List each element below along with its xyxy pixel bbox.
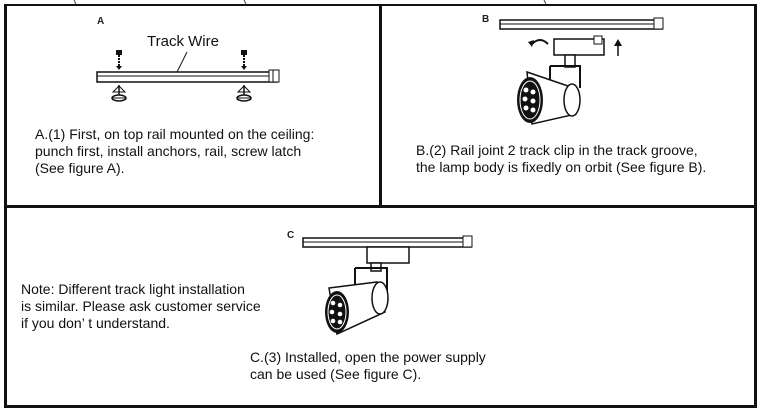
track-wire-callout: Track Wire [147, 33, 219, 50]
anchor-icon-right [236, 85, 252, 102]
track-rail [499, 17, 664, 30]
figure-b-panel: B [379, 4, 757, 208]
figure-c-caption: C.(3) Installed, open the power supply c… [250, 349, 486, 382]
installation-note: Note: Different track light installation… [21, 281, 261, 331]
screw-icon-right-top [241, 50, 247, 70]
top-edge-remnant [73, 0, 547, 5]
rotate-arrow-icon [528, 39, 549, 47]
anchor-icon-left [111, 85, 127, 102]
figure-b-label: B [482, 14, 490, 25]
screw-icon-left-top [116, 50, 122, 70]
figure-b-drawing [499, 17, 664, 125]
lamp-body [517, 70, 581, 125]
figure-a-drawing [96, 50, 280, 102]
track-rail [96, 69, 280, 83]
track-rail [302, 235, 473, 248]
figure-a-caption: A.(1) First, on top rail mounted on the … [35, 126, 315, 176]
up-arrow-icon [614, 39, 622, 56]
figure-c-label: C [287, 230, 295, 241]
figure-c-drawing [302, 235, 473, 336]
figure-c-panel: C Note: Different [4, 205, 757, 408]
figure-a-label: A [97, 16, 105, 27]
track-adapter [553, 35, 605, 68]
lamp-body [325, 281, 389, 336]
figure-b-caption: B.(2) Rail joint 2 track clip in the tra… [416, 142, 707, 175]
figure-a-panel: A Track Wire [4, 4, 382, 208]
